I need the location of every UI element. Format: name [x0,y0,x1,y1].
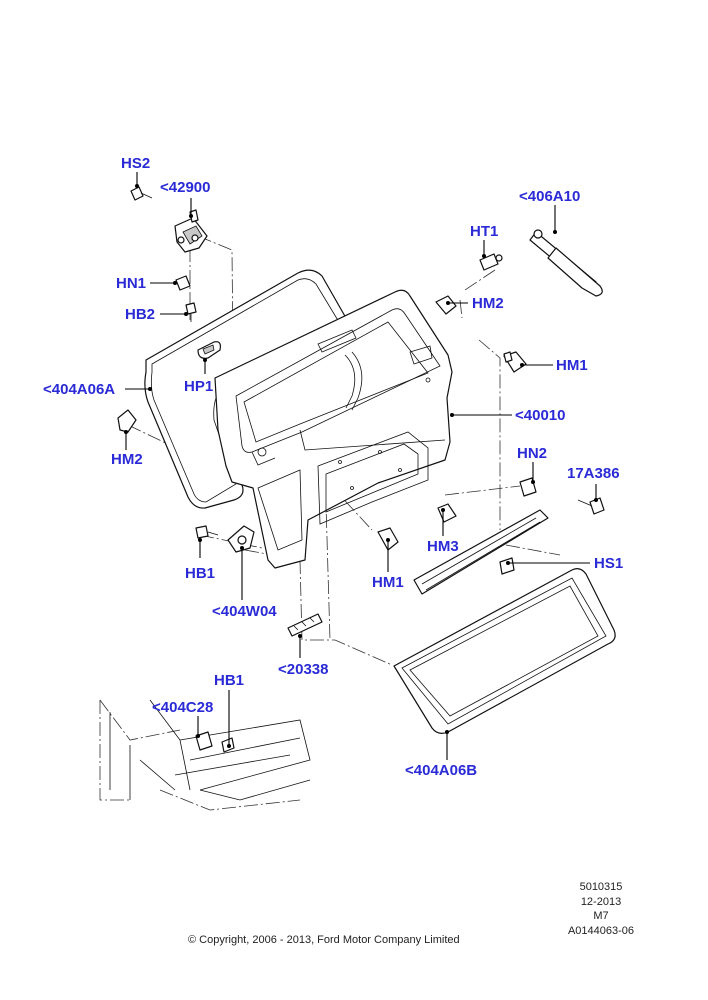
ref-line: M7 [593,910,609,922]
vehicle-body-fragment [99,699,311,811]
gas-strut [529,229,603,297]
callout-hm1-right: HM1 [556,357,588,374]
bumper-hm2-left [117,409,137,433]
callout-ht1: HT1 [470,223,498,240]
callout-hp1: HP1 [184,378,213,395]
bumper-hm3 [437,503,457,523]
bumper-hm2-right [435,295,457,315]
callout-404a06b: <404A06B [405,762,477,779]
callout-406a10: <406A10 [519,188,580,205]
callout-hs1: HS1 [594,555,623,572]
bumper-hm1-right [503,351,527,373]
callout-hm3: HM3 [427,538,459,555]
callout-labels: HS2 <42900 HN1 HB2 <404A06A HM2 HP1 HB1 … [43,155,623,779]
bolt-17a386 [577,497,605,515]
callout-hm2-right: HM2 [472,295,504,312]
callout-hm2-left: HM2 [111,451,143,468]
leader-lines [124,172,598,760]
bracket-404w04 [227,525,255,553]
callout-hn1: HN1 [116,275,146,292]
callout-40010: <40010 [515,407,565,424]
callout-42900: <42900 [160,179,210,196]
callout-404w04: <404W04 [212,603,277,620]
callout-hn2: HN2 [517,445,547,462]
callout-404c28: <404C28 [152,699,213,716]
callout-hb2: HB2 [125,306,155,323]
ref-line: A0144063-06 [567,924,635,937]
stop-lamp-strip [413,509,549,595]
tailgate-panel [214,289,453,569]
reference-block: 5010315 12-2013 M7 A0144063-06 [560,880,642,938]
ref-line: 5010315 [579,881,623,893]
ref-line: 12-2013 [580,895,622,908]
callout-hs2: HS2 [121,155,150,172]
callout-17a386: 17A386 [567,465,620,482]
nut-hn1 [175,275,191,291]
bolt-hb2 [185,302,197,322]
glass-seal [393,568,616,734]
bolt-hs2 [130,186,153,201]
callout-hm1-mid: HM1 [372,574,404,591]
screw-hs1 [499,557,515,575]
copyright-notice: © Copyright, 2006 - 2013, Ford Motor Com… [188,934,460,946]
callout-hb1-mid: HB1 [185,565,215,582]
bolt-hb1-mid [195,525,219,539]
callout-404a06a: <404A06A [43,381,115,398]
hinge-assembly [174,209,208,253]
ballstud-ht1 [479,253,503,271]
latch-20338 [287,613,323,637]
callout-hb1-low: HB1 [214,672,244,689]
callout-20338: <20338 [278,661,328,678]
handle-hp1 [197,341,221,359]
